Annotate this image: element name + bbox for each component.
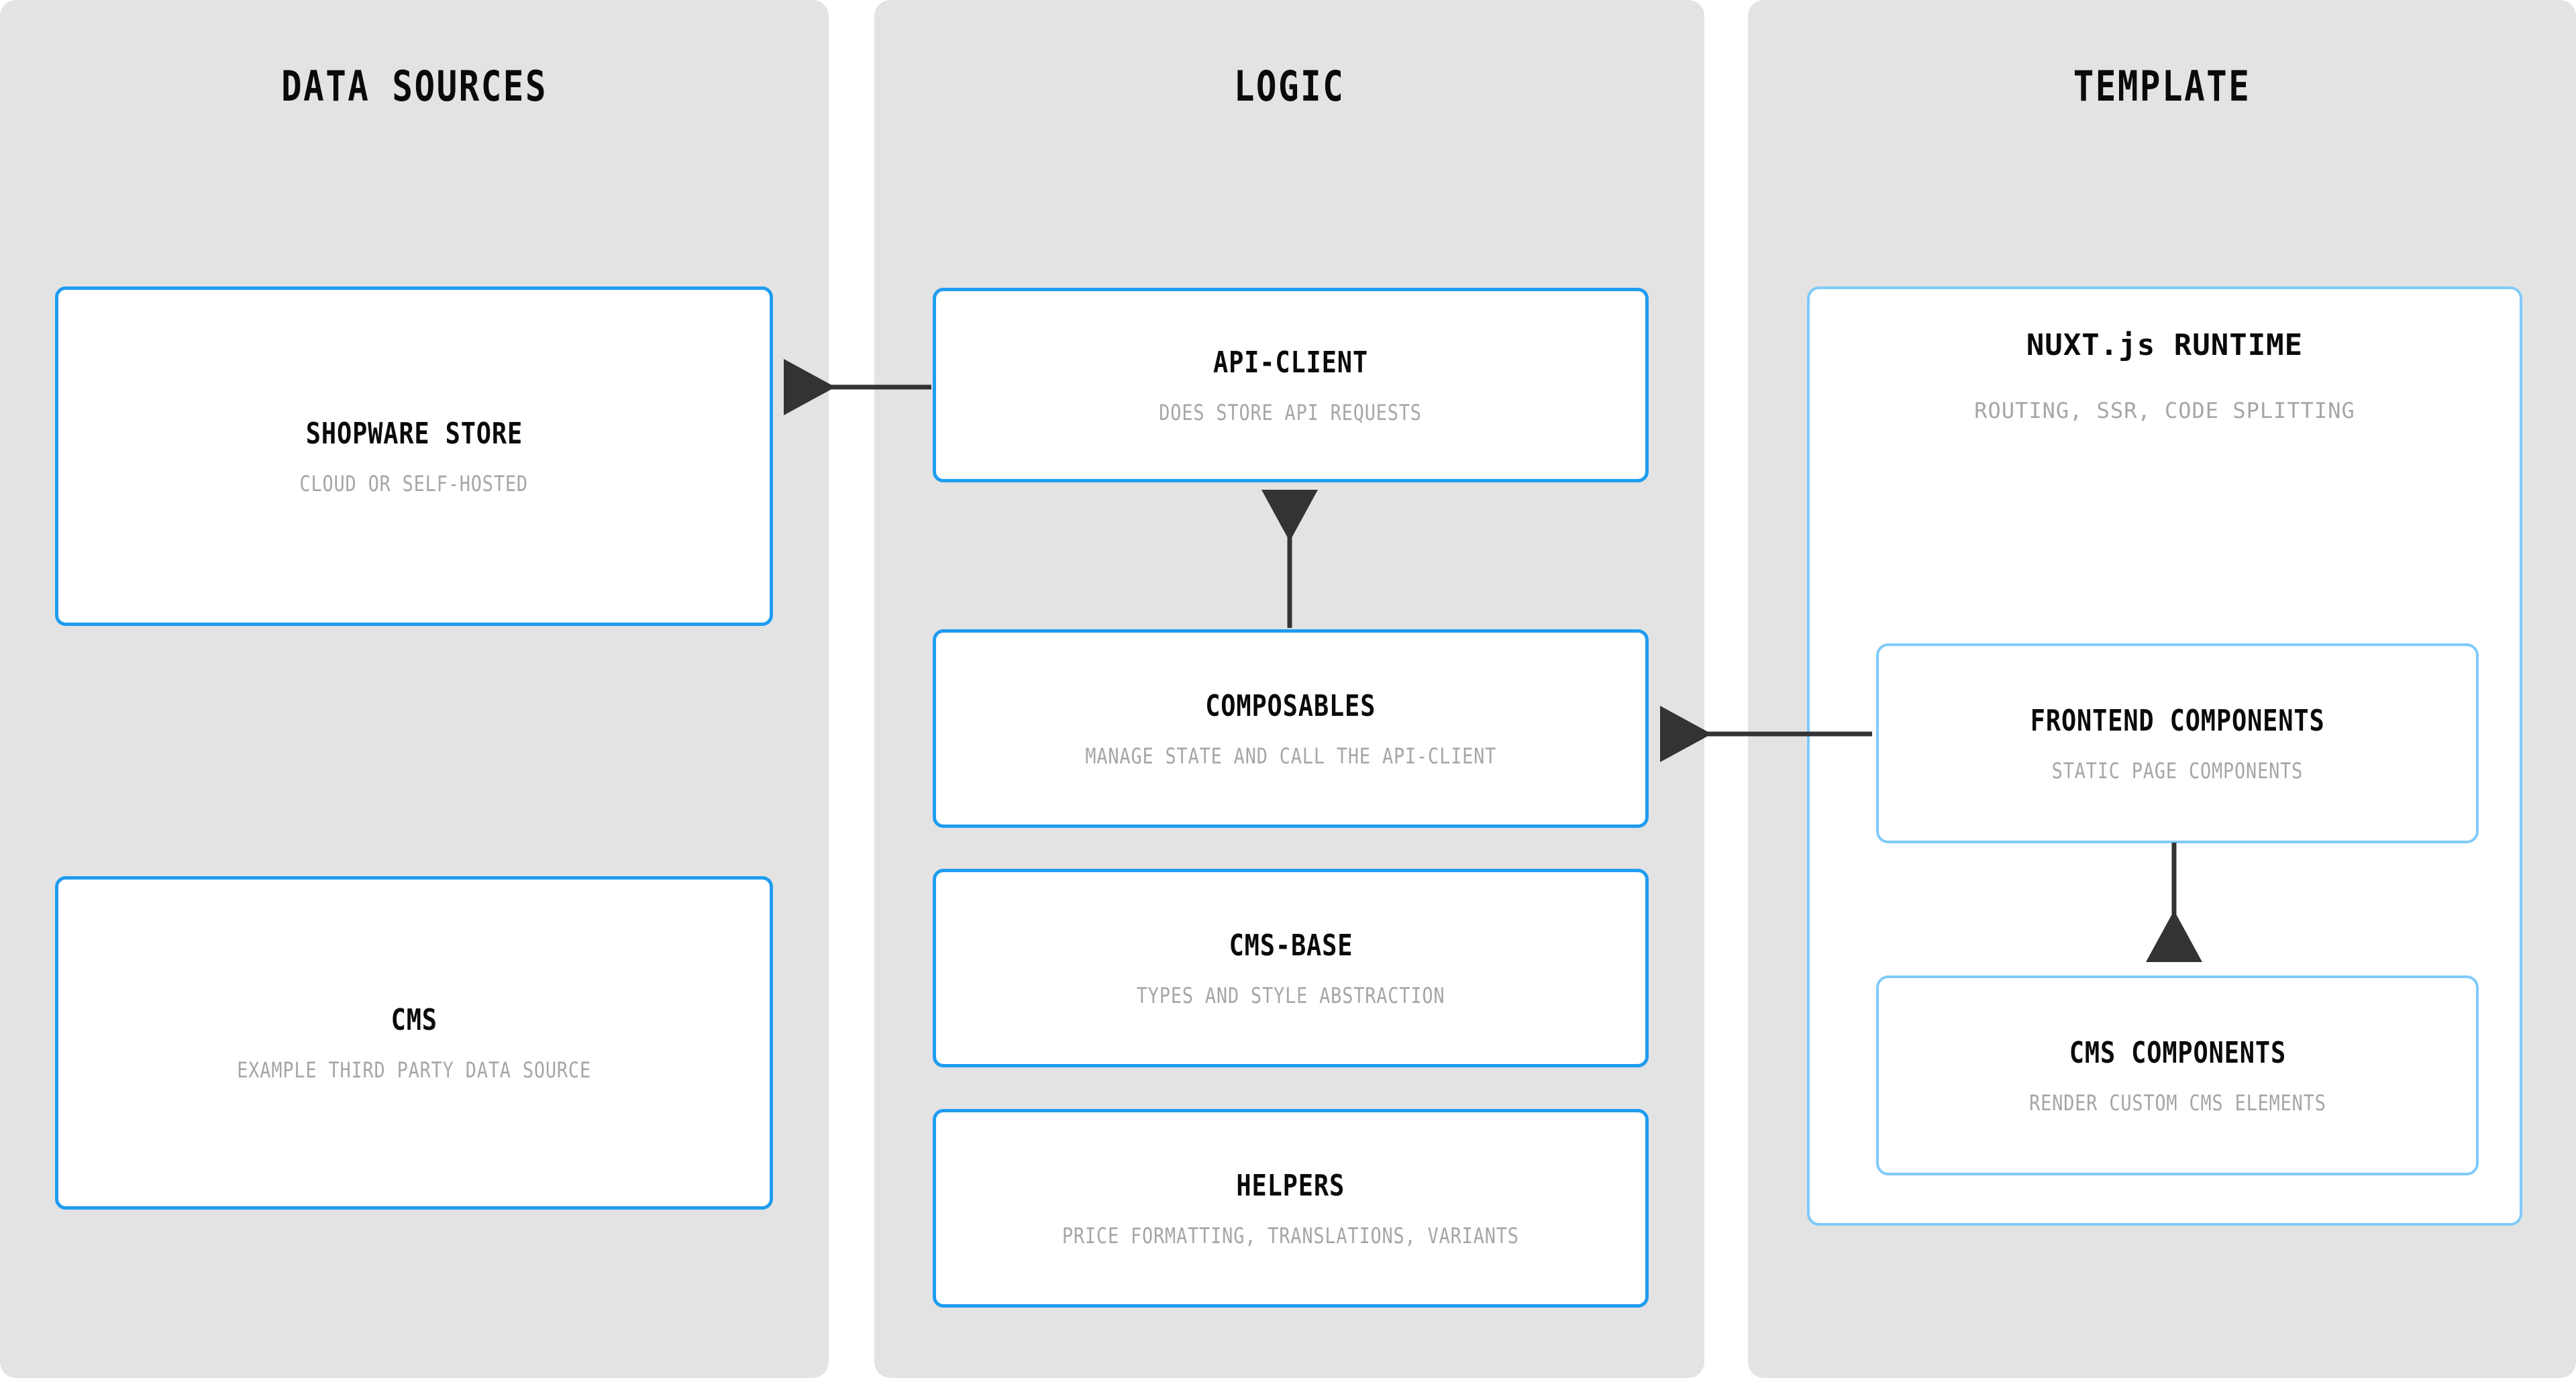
node-cms-components-subtitle: RENDER CUSTOM CMS ELEMENTS <box>2028 1090 2326 1116</box>
lane-title-template: TEMPLATE <box>2073 62 2251 111</box>
node-cms-base[interactable]: CMS-BASE TYPES AND STYLE ABSTRACTION <box>933 869 1649 1067</box>
node-nuxt-runtime-subtitle: ROUTING, SSR, CODE SPLITTING <box>1974 398 2355 423</box>
node-api-client-title: API-CLIENT <box>1213 345 1368 380</box>
node-helpers[interactable]: HELPERS PRICE FORMATTING, TRANSLATIONS, … <box>933 1109 1649 1308</box>
node-cms-base-subtitle: TYPES AND STYLE ABSTRACTION <box>1136 982 1445 1008</box>
node-api-client[interactable]: API-CLIENT DOES STORE API REQUESTS <box>933 288 1649 482</box>
node-cms-components-title: CMS COMPONENTS <box>2069 1035 2286 1070</box>
node-helpers-title: HELPERS <box>1236 1168 1345 1203</box>
node-frontend-components-subtitle: STATIC PAGE COMPONENTS <box>2051 757 2304 784</box>
node-frontend-components[interactable]: FRONTEND COMPONENTS STATIC PAGE COMPONEN… <box>1876 643 2479 843</box>
node-frontend-components-title: FRONTEND COMPONENTS <box>2030 703 2325 738</box>
node-cms-subtitle: EXAMPLE THIRD PARTY DATA SOURCE <box>237 1057 591 1083</box>
node-nuxt-runtime-title: NUXT.js RUNTIME <box>2026 328 2304 362</box>
node-api-client-subtitle: DOES STORE API REQUESTS <box>1159 399 1423 425</box>
node-shopware-store-title: SHOPWARE STORE <box>305 416 523 451</box>
node-shopware-store[interactable]: SHOPWARE STORE CLOUD OR SELF-HOSTED <box>55 286 773 626</box>
lane-title-data-sources: DATA SOURCES <box>281 62 548 111</box>
node-cms-components[interactable]: CMS COMPONENTS RENDER CUSTOM CMS ELEMENT… <box>1876 975 2479 1175</box>
node-nuxt-runtime[interactable]: NUXT.js RUNTIME ROUTING, SSR, CODE SPLIT… <box>1807 286 2522 1226</box>
lane-title-logic: LOGIC <box>1233 62 1345 111</box>
node-composables-title: COMPOSABLES <box>1205 688 1376 723</box>
node-composables-subtitle: MANAGE STATE AND CALL THE API-CLIENT <box>1085 743 1496 769</box>
node-helpers-subtitle: PRICE FORMATTING, TRANSLATIONS, VARIANTS <box>1062 1222 1519 1249</box>
node-composables[interactable]: COMPOSABLES MANAGE STATE AND CALL THE AP… <box>933 629 1649 828</box>
node-cms-title: CMS <box>391 1003 437 1037</box>
node-cms-base-title: CMS-BASE <box>1229 928 1353 963</box>
node-shopware-store-subtitle: CLOUD OR SELF-HOSTED <box>299 470 529 496</box>
node-cms[interactable]: CMS EXAMPLE THIRD PARTY DATA SOURCE <box>55 876 773 1210</box>
